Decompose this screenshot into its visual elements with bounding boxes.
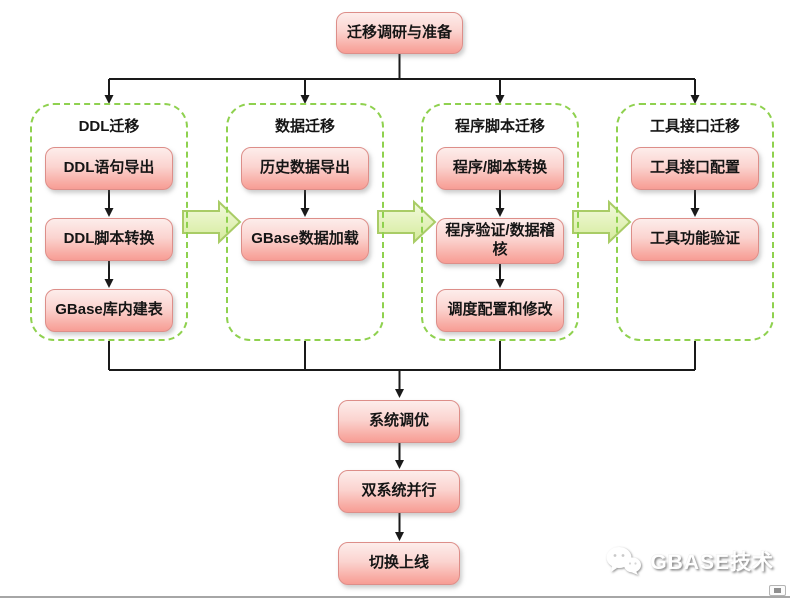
watermark-text: GBASE技术 [650,551,774,574]
step-node: 程序/脚本转换 [436,147,564,190]
step-node: DDL脚本转换 [45,218,173,261]
node-switch-online: 切换上线 [338,542,460,585]
column-tool-migration: 工具接口迁移 [616,103,774,341]
step-node: 工具功能验证 [631,218,759,261]
node-system-tuning: 系统调优 [338,400,460,443]
step-node: GBase数据加载 [241,218,369,261]
node-dual-system-parallel: 双系统并行 [338,470,460,513]
node-migration-research: 迁移调研与准备 [336,12,463,54]
image-placeholder-icon [769,585,786,596]
column-header: 数据迁移 [274,118,335,135]
wechat-icon [606,547,642,575]
step-node: 工具接口配置 [631,147,759,190]
watermark: GBASE技术 [605,546,774,576]
column-step-connectors [108,190,696,280]
bottom-border-bar [0,596,790,598]
column-ddl-migration: DDL迁移 [30,103,188,341]
column-header: 程序脚本迁移 [454,118,545,135]
step-node: DDL语句导出 [45,147,173,190]
column-data-migration: 数据迁移 [226,103,384,341]
column-step-arrowheads [104,208,700,288]
step-node: 历史数据导出 [241,147,369,190]
column-header: 工具接口迁移 [649,118,740,135]
column-script-migration: 程序脚本迁移 [421,103,579,341]
column-header: DDL迁移 [78,118,140,135]
top-tree-connector [108,54,696,96]
top-tree-arrowheads [104,95,700,104]
step-node: 程序验证/数据稽核 [436,218,564,264]
step-node: 调度配置和修改 [436,289,564,332]
step-node: GBase库内建表 [45,289,173,332]
